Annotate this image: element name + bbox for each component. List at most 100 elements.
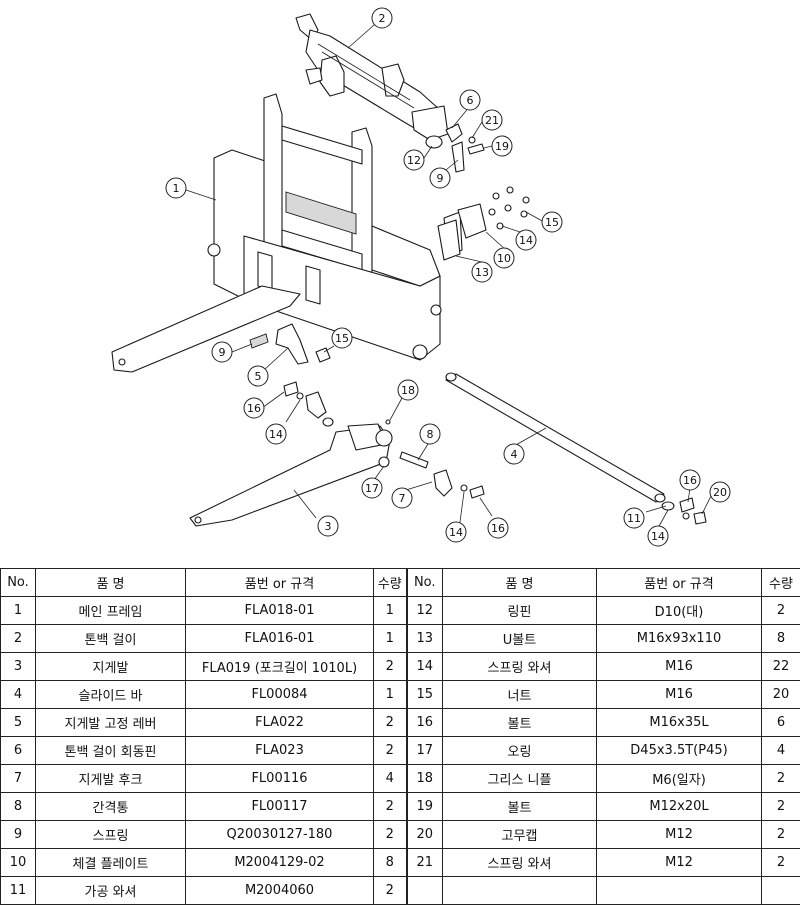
cell-qty: 2 <box>374 709 407 737</box>
cell-name: 볼트 <box>443 793 597 821</box>
cell-qty: 2 <box>762 793 800 821</box>
callout-16-left: 16 <box>244 398 264 418</box>
tonbag-hanger-part <box>296 14 448 140</box>
cell-no: 5 <box>1 709 36 737</box>
callout-5: 5 <box>248 366 268 386</box>
cell-no: 4 <box>1 681 36 709</box>
cell-no: 3 <box>1 653 36 681</box>
svg-text:16: 16 <box>247 402 261 415</box>
cell-qty: 4 <box>762 737 800 765</box>
cell-spec: M2004129-02 <box>186 849 374 877</box>
cell-qty: 1 <box>374 625 407 653</box>
cell-qty: 22 <box>762 653 800 681</box>
parts-list-table: No. 품 명 품번 or 규격 수량 No. 품 명 품번 or 규격 수량 … <box>0 568 800 905</box>
cell-no: 21 <box>407 849 443 877</box>
svg-text:1: 1 <box>173 182 180 195</box>
svg-text:14: 14 <box>449 526 463 539</box>
header-spec: 품번 or 규격 <box>597 569 762 597</box>
svg-text:5: 5 <box>255 370 262 383</box>
cell-no: 1 <box>1 597 36 625</box>
svg-text:20: 20 <box>713 486 727 499</box>
cell-name: 링핀 <box>443 597 597 625</box>
svg-text:14: 14 <box>519 234 533 247</box>
cell-qty: 8 <box>762 625 800 653</box>
cell-qty: 2 <box>374 877 407 905</box>
callout-15-mid: 15 <box>332 328 352 348</box>
ubolt-plate-group <box>438 187 529 260</box>
callout-14-right: 14 <box>648 526 668 546</box>
callout-21: 21 <box>482 110 502 130</box>
cell-spec: M16 <box>597 653 762 681</box>
callout-4: 4 <box>504 444 524 464</box>
cell-spec: M16x93x110 <box>597 625 762 653</box>
cell-name: 볼트 <box>443 709 597 737</box>
cell-no: 12 <box>407 597 443 625</box>
svg-text:12: 12 <box>407 154 421 167</box>
cell-spec: FLA019 (포크길이 1010L) <box>186 653 374 681</box>
svg-text:4: 4 <box>511 448 518 461</box>
cell-name: 가공 와셔 <box>36 877 186 905</box>
cell-spec: M16 <box>597 681 762 709</box>
svg-text:19: 19 <box>495 140 509 153</box>
slide-bar-part <box>446 373 706 524</box>
cell-no: 15 <box>407 681 443 709</box>
svg-text:14: 14 <box>269 428 283 441</box>
cell-spec: FLA023 <box>186 737 374 765</box>
cell-spec: M12 <box>597 821 762 849</box>
cell-no <box>407 877 443 905</box>
cell-qty: 2 <box>374 793 407 821</box>
header-no: No. <box>1 569 36 597</box>
callout-8: 8 <box>420 424 440 444</box>
svg-text:7: 7 <box>399 492 406 505</box>
cell-name: 슬라이드 바 <box>36 681 186 709</box>
cell-name: 너트 <box>443 681 597 709</box>
svg-text:15: 15 <box>335 332 349 345</box>
cell-spec: M16x35L <box>597 709 762 737</box>
cell-no: 6 <box>1 737 36 765</box>
cell-no: 10 <box>1 849 36 877</box>
cell-spec: Q20030127-180 <box>186 821 374 849</box>
cell-name: 메인 프레임 <box>36 597 186 625</box>
svg-text:9: 9 <box>219 346 226 359</box>
cell-name: 톤백 걸이 회동핀 <box>36 737 186 765</box>
cell-name: 스프링 와셔 <box>443 849 597 877</box>
header-no: No. <box>407 569 443 597</box>
cell-no: 19 <box>407 793 443 821</box>
callout-12: 12 <box>404 150 424 170</box>
cell-spec: M12x20L <box>597 793 762 821</box>
cell-qty: 6 <box>762 709 800 737</box>
cell-qty: 2 <box>762 597 800 625</box>
svg-text:9: 9 <box>437 172 444 185</box>
svg-text:15: 15 <box>545 216 559 229</box>
callout-9-left: 9 <box>212 342 232 362</box>
callout-1: 1 <box>166 178 186 198</box>
header-spec: 품번 or 규격 <box>186 569 374 597</box>
callout-3: 3 <box>318 516 338 536</box>
cell-spec <box>597 877 762 905</box>
fork-right-part <box>190 424 392 526</box>
svg-text:18: 18 <box>401 384 415 397</box>
cell-name: 지게발 고정 레버 <box>36 709 186 737</box>
cell-name: 간격통 <box>36 793 186 821</box>
cell-no: 17 <box>407 737 443 765</box>
callout-2: 2 <box>372 8 392 28</box>
cell-qty: 2 <box>762 765 800 793</box>
cell-no: 13 <box>407 625 443 653</box>
cell-name: 톤백 걸이 <box>36 625 186 653</box>
fork-left-part <box>112 286 300 372</box>
header-qty: 수량 <box>762 569 800 597</box>
cell-qty: 1 <box>374 681 407 709</box>
header-name: 품 명 <box>443 569 597 597</box>
cell-spec: M2004060 <box>186 877 374 905</box>
callout-6: 6 <box>460 90 480 110</box>
callout-19: 19 <box>492 136 512 156</box>
